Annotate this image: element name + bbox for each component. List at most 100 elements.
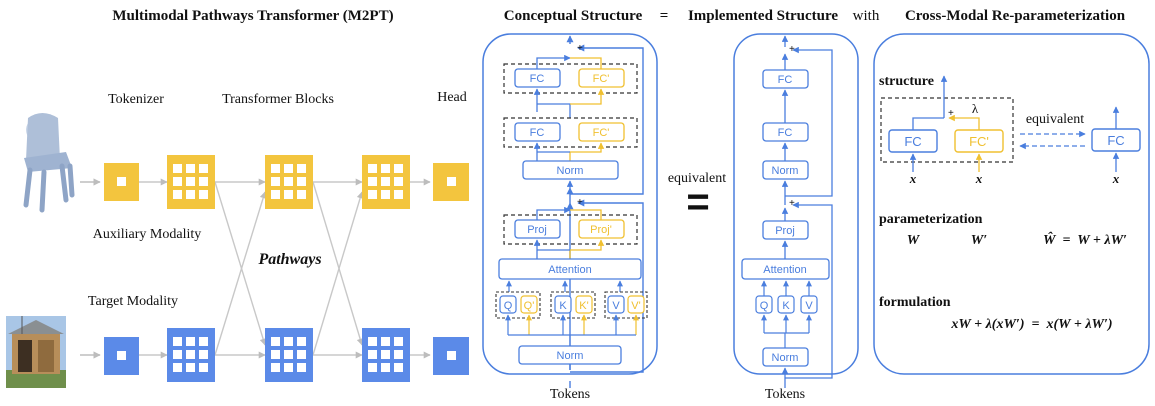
block-cell — [381, 164, 390, 173]
conceptual-k-prime — [575, 295, 593, 314]
block-cell — [271, 190, 280, 199]
equivalent-label: equivalent — [668, 171, 726, 186]
auxiliary-modality-label: Auxiliary Modality — [93, 227, 202, 242]
implemented-norm-bottom — [762, 347, 809, 367]
conceptual-plus-top: + — [577, 43, 583, 54]
block-cell — [186, 164, 195, 173]
reparam-fc-label: FC — [904, 134, 921, 149]
conceptual-attention-label: Attention — [548, 264, 591, 276]
block-cell — [381, 337, 390, 346]
block-cell — [173, 350, 182, 359]
target-modality-label: Target Modality — [88, 294, 178, 309]
m2pt-title: Multimodal Pathways Transformer (M2PT) — [112, 8, 393, 24]
conceptual-norm-top — [522, 160, 619, 180]
conceptual-norm-bottom-label: Norm — [557, 350, 584, 362]
target-transformer-block-2 — [265, 328, 313, 382]
block-cell — [368, 337, 377, 346]
block-cell — [271, 350, 280, 359]
chair-point-cloud-image — [23, 113, 75, 213]
block-cell — [199, 190, 208, 199]
auxiliary-row — [104, 155, 469, 209]
block-cell — [284, 363, 293, 372]
implemented-k-label: K — [782, 300, 790, 312]
block-cell — [271, 337, 280, 346]
reparam-x-mid: x — [975, 171, 983, 186]
block-cell — [284, 164, 293, 173]
conceptual-tokens-label: Tokens — [550, 387, 590, 402]
conceptual-fc-mid-label: FC — [530, 127, 545, 139]
block-cell — [173, 164, 182, 173]
block-cell — [199, 350, 208, 359]
param-W-hat-equation: Ŵ = W + λW′ — [1043, 231, 1127, 248]
conceptual-k — [554, 295, 572, 314]
block-cell — [394, 337, 403, 346]
block-cell — [173, 177, 182, 186]
block-cell — [394, 164, 403, 173]
implemented-tokens-label: Tokens — [765, 387, 805, 402]
header-with: with — [853, 8, 880, 24]
block-cell — [381, 363, 390, 372]
implemented-plus-mid: + — [789, 198, 795, 209]
implemented-fc-mid-label: FC — [778, 127, 793, 139]
parameterization-label: parameterization — [879, 212, 983, 227]
reparam-fc-prime-label: FC' — [969, 134, 989, 149]
aux-transformer-block-3 — [362, 155, 410, 209]
head-label: Head — [437, 90, 467, 105]
block-cell — [284, 337, 293, 346]
block-cell — [297, 337, 306, 346]
big-equals-sign: = — [686, 180, 709, 224]
block-cell — [173, 190, 182, 199]
reparam-plus: + — [948, 108, 954, 119]
aux-transformer-block-1 — [167, 155, 215, 209]
transformer-blocks-label: Transformer Blocks — [222, 92, 334, 107]
conceptual-fc-prime-mid-label: FC' — [593, 127, 610, 139]
conceptual-fc-top-label: FC — [530, 73, 545, 85]
conceptual-q — [499, 295, 517, 314]
implemented-norm-top-label: Norm — [772, 165, 799, 177]
reparam-equivalent-label: equivalent — [1026, 112, 1084, 127]
implemented-norm-top — [762, 160, 809, 180]
conceptual-v — [607, 295, 625, 314]
pathways-label: Pathways — [257, 251, 321, 268]
param-W: W — [907, 233, 921, 248]
conceptual-qkv: Q Q' K K' V V' — [495, 291, 648, 346]
block-cell — [297, 363, 306, 372]
conceptual-fc-mid — [514, 122, 561, 142]
implemented-fc-top-label: FC — [778, 74, 793, 86]
conceptual-q-label: Q — [504, 300, 513, 312]
block-cell — [186, 190, 195, 199]
conceptual-structure-panel: + + FC FC' FC FC' Norm Proj Proj' — [482, 33, 658, 402]
block-cell — [368, 177, 377, 186]
block-cell — [199, 177, 208, 186]
block-cell — [284, 350, 293, 359]
block-cell — [271, 164, 280, 173]
block-cell — [173, 337, 182, 346]
conceptual-q-prime — [520, 295, 538, 314]
implemented-fc-mid — [762, 122, 809, 142]
block-cell — [284, 177, 293, 186]
block-cell — [368, 190, 377, 199]
pathway-lines — [139, 178, 431, 359]
block-cell — [186, 350, 195, 359]
param-W-prime: W′ — [971, 233, 987, 248]
conceptual-k-label: K — [559, 300, 567, 312]
header-equals: = — [660, 8, 669, 24]
header-crossmodal: Cross-Modal Re-parameterization — [905, 8, 1126, 24]
conceptual-k-prime-label: K' — [579, 300, 588, 312]
target-row — [104, 328, 469, 382]
conceptual-q-prime-label: Q' — [524, 300, 535, 312]
block-cell — [381, 350, 390, 359]
block-cell — [368, 164, 377, 173]
conceptual-v-label: V — [612, 300, 620, 312]
implemented-plus-top: + — [789, 44, 795, 55]
target-transformer-block-3 — [362, 328, 410, 382]
header-conceptual: Conceptual Structure — [504, 8, 643, 24]
conceptual-plus-mid: + — [577, 197, 583, 208]
block-cell — [368, 363, 377, 372]
implemented-attention-label: Attention — [763, 264, 806, 276]
block-cell — [297, 177, 306, 186]
block-cell — [394, 190, 403, 199]
implemented-attention — [741, 258, 830, 280]
block-cell — [394, 177, 403, 186]
